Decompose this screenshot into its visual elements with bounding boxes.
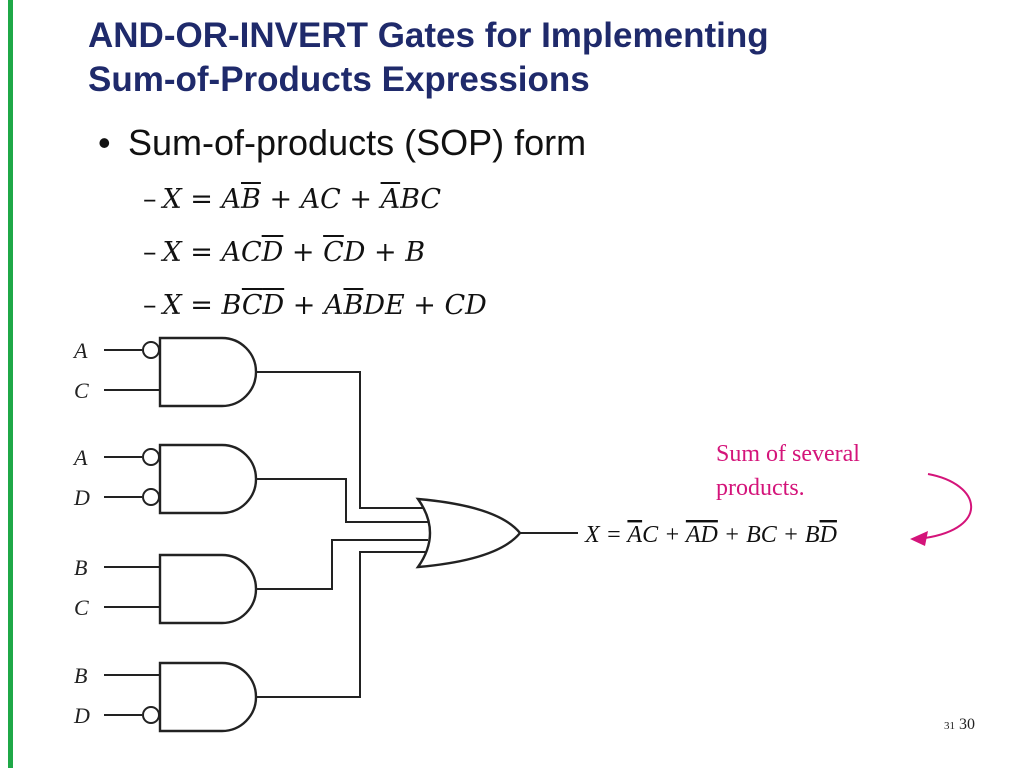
expression-term: X = bbox=[584, 522, 627, 548]
expression-term: + AC + bbox=[260, 184, 381, 215]
and-gate-1: AC bbox=[72, 336, 428, 509]
note-arrow-head-icon bbox=[910, 531, 928, 546]
accent-bar bbox=[8, 0, 13, 768]
complemented-term: C bbox=[323, 237, 344, 268]
input-label: D bbox=[73, 485, 90, 510]
expression-term: X = B bbox=[162, 290, 242, 321]
gate-output-wire bbox=[256, 478, 428, 523]
inverter-bubble bbox=[142, 341, 160, 359]
complemented-term: A bbox=[380, 184, 401, 215]
bullet-dot-icon: • bbox=[98, 122, 111, 163]
and-gate-4: BD bbox=[73, 551, 428, 733]
note-line-2: products. bbox=[716, 475, 805, 501]
expression-1: –X = AB + AC + ABC bbox=[143, 184, 441, 215]
complemented-term: B bbox=[343, 290, 364, 321]
page-number: 31 30 bbox=[944, 716, 975, 734]
input-label: C bbox=[74, 595, 89, 620]
note-line-1: Sum of several bbox=[716, 441, 860, 467]
input-label: A bbox=[72, 445, 88, 470]
inverter-bubble bbox=[142, 706, 160, 724]
title-line-1: AND-OR-INVERT Gates for Implementing bbox=[88, 16, 769, 55]
dash-marker: – bbox=[143, 184, 157, 215]
input-label: A bbox=[72, 338, 88, 363]
input-label: C bbox=[74, 378, 89, 403]
bullet-sop: • Sum-of-products (SOP) form bbox=[98, 122, 586, 164]
expression-term: + A bbox=[284, 290, 344, 321]
input-label: B bbox=[74, 663, 87, 688]
and-gate-2: AD bbox=[72, 443, 428, 523]
gate-output-wire bbox=[256, 539, 428, 590]
title-line-2: Sum-of-Products Expressions bbox=[88, 60, 590, 99]
gate-output-wire bbox=[256, 551, 428, 698]
bullet-text: Sum-of-products (SOP) form bbox=[128, 122, 587, 163]
output-expression: X = AC + AD + BC + BD bbox=[584, 522, 837, 548]
input-label: D bbox=[73, 703, 90, 728]
inverter-bubble bbox=[142, 448, 160, 466]
complemented-term: A bbox=[625, 522, 642, 548]
complemented-term: C bbox=[241, 290, 263, 321]
expression-3: –X = BCD + ABDE + CD bbox=[143, 290, 487, 321]
expression-term: X = A bbox=[162, 184, 242, 215]
inverter-bubble bbox=[142, 488, 160, 506]
expression-term: + BC + B bbox=[718, 522, 820, 548]
slide-title: AND-OR-INVERT Gates for Implementing Sum… bbox=[88, 14, 769, 102]
complemented-term: D bbox=[262, 290, 285, 321]
complemented-term: D bbox=[261, 237, 284, 268]
dash-marker: – bbox=[143, 237, 157, 268]
complemented-term: AD bbox=[684, 522, 718, 548]
expression-term: C + bbox=[642, 522, 686, 548]
gate-output-wire bbox=[256, 371, 428, 509]
and-gate-3: BC bbox=[74, 539, 428, 625]
page-number-small: 31 bbox=[944, 720, 955, 732]
expression-term: X = AC bbox=[162, 237, 262, 268]
complemented-term: B bbox=[241, 184, 261, 215]
expression-term: DE + CD bbox=[363, 290, 487, 321]
expression-2: –X = ACD + CD + B bbox=[143, 237, 425, 268]
note-arrow bbox=[924, 473, 973, 539]
page-number-main: 30 bbox=[959, 716, 975, 733]
expression-term: D + B bbox=[343, 237, 426, 268]
complemented-term: D bbox=[819, 522, 837, 548]
dash-marker: – bbox=[143, 290, 157, 321]
expression-term: + bbox=[283, 237, 324, 268]
input-label: B bbox=[74, 555, 87, 580]
expression-term: BC bbox=[400, 184, 442, 215]
or-gate bbox=[415, 497, 522, 569]
